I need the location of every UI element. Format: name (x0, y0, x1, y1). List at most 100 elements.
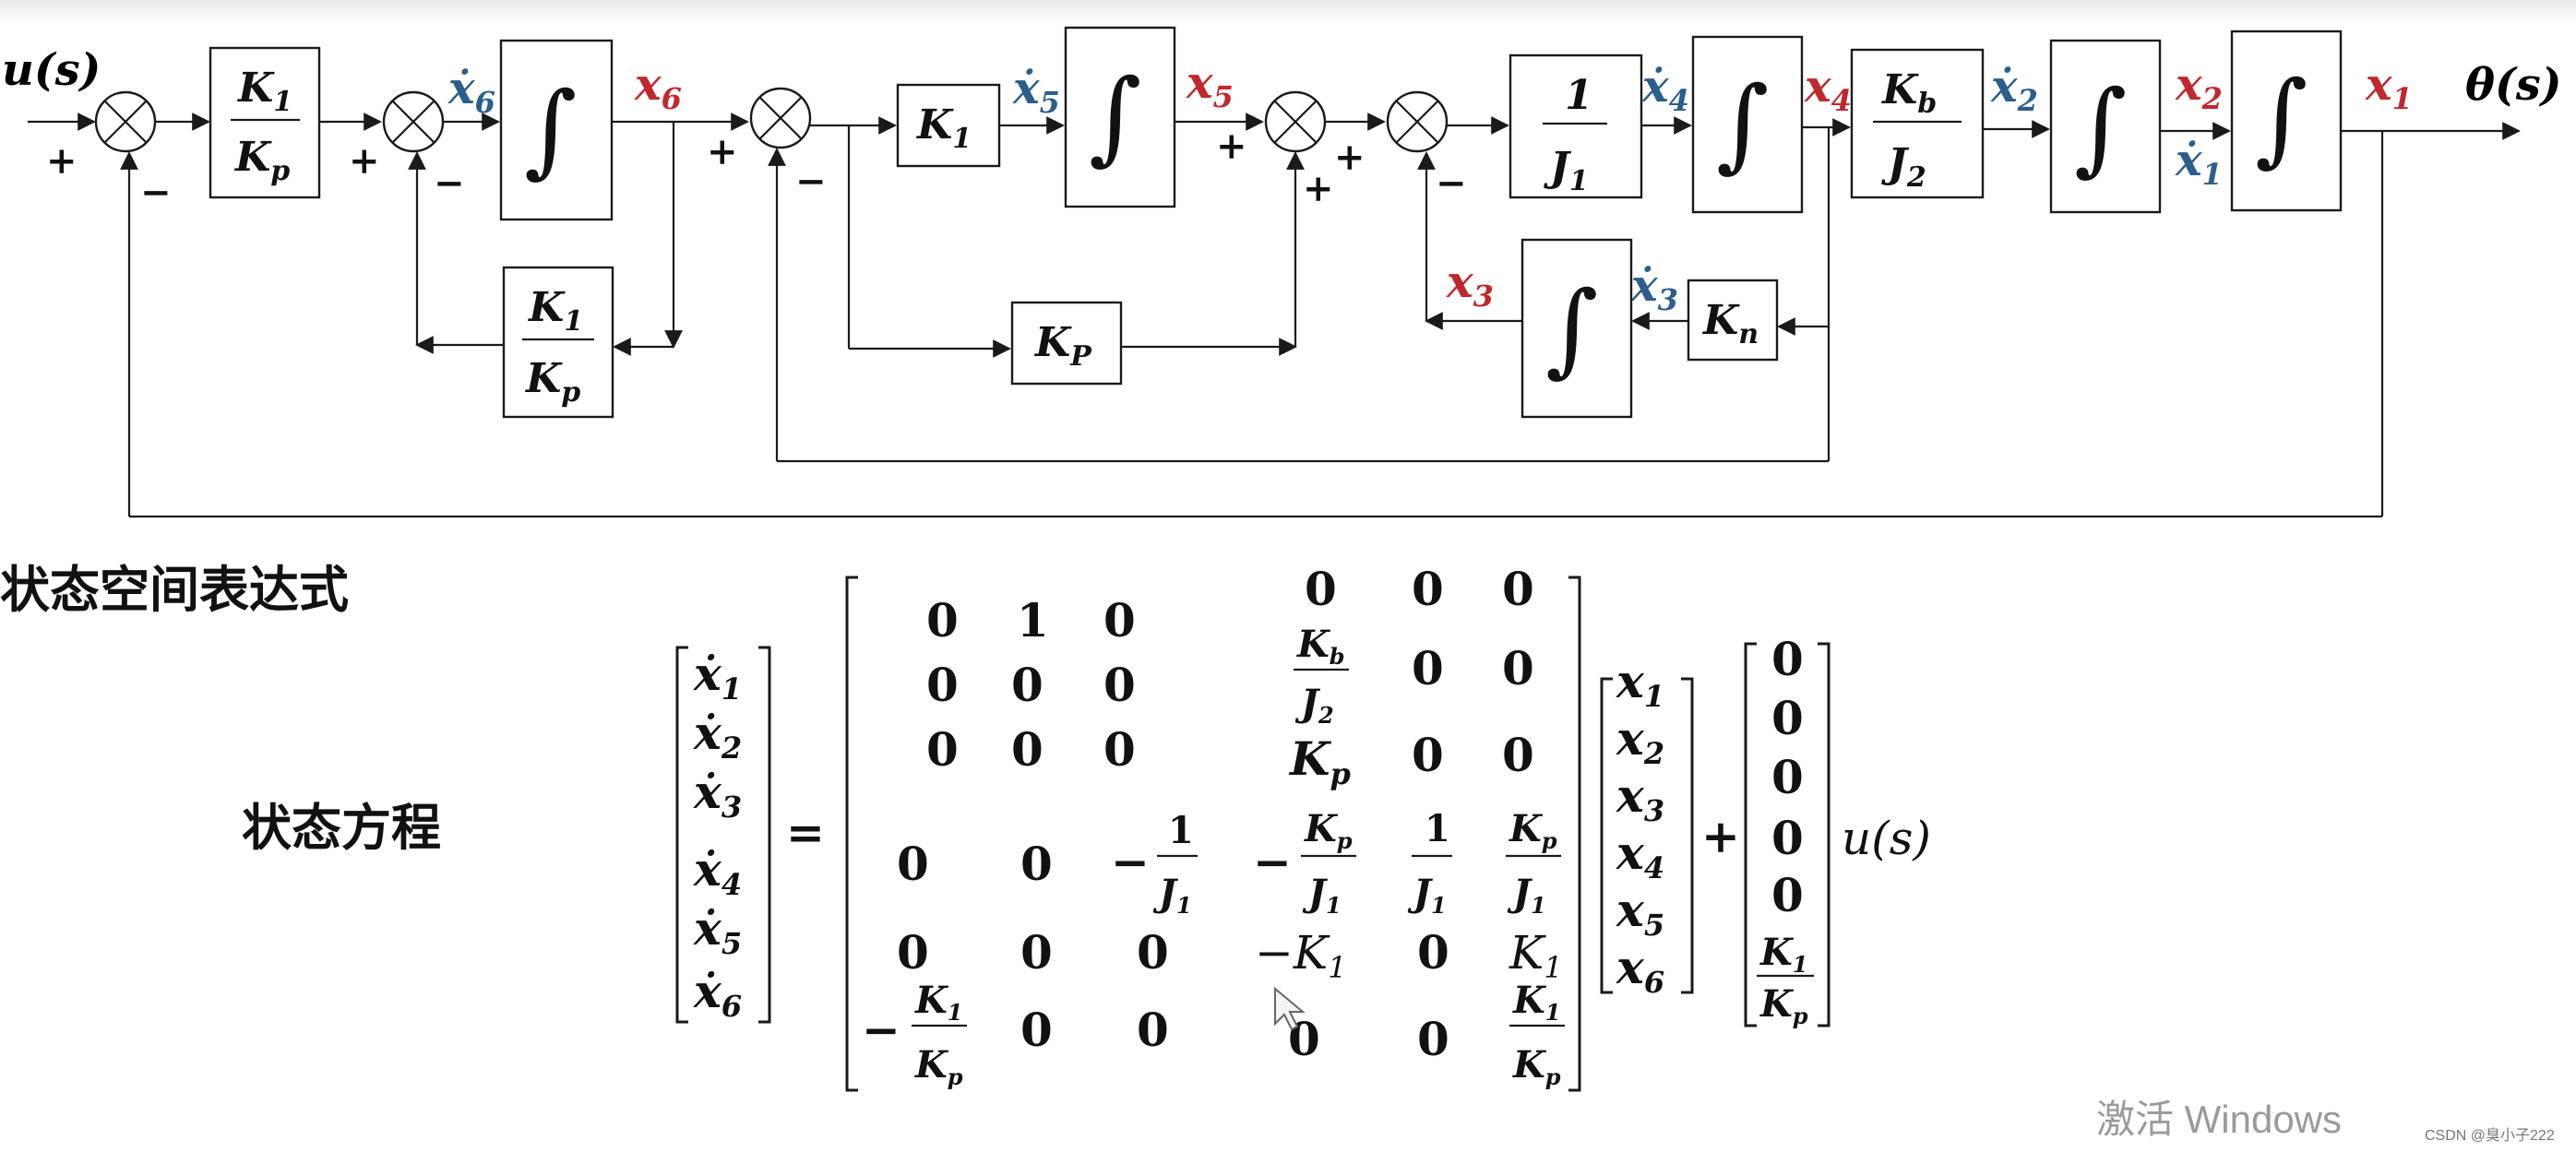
svg-text:0: 0 (897, 925, 929, 980)
svg-text:Kp: Kp (1759, 982, 1808, 1029)
label-x5: x5 (1186, 57, 1234, 114)
gain-block-k1-over-kp-feedback: K1 Kp (502, 266, 614, 419)
svg-text:J1: J1 (1152, 872, 1192, 919)
svg-text:0: 0 (1502, 728, 1534, 782)
svg-text:K1: K1 (915, 101, 972, 155)
svg-text:Kp: Kp (1288, 731, 1351, 791)
svg-text:0: 0 (897, 837, 929, 891)
svg-text:x3: x3 (1616, 768, 1664, 828)
svg-text:1: 1 (1168, 809, 1194, 852)
svg-text:Kb: Kb (1296, 623, 1345, 670)
output-label: θ(s) (2465, 59, 2561, 111)
svg-text:J1: J1 (1507, 872, 1546, 919)
svg-text:0: 0 (1417, 925, 1449, 980)
mouse-cursor-icon (1274, 986, 1306, 1031)
svg-text:0: 0 (1020, 837, 1053, 891)
svg-text:0: 0 (1412, 562, 1444, 616)
integrator-x3: ∫ (1521, 238, 1633, 419)
svg-text:0: 0 (1771, 632, 1804, 686)
svg-text:0: 0 (1103, 722, 1136, 777)
label-x5-dot: ẋ5 (1012, 63, 1060, 120)
svg-text:∫: ∫ (2074, 68, 2127, 186)
input-label: u(s) (2, 44, 101, 96)
svg-text:0: 0 (1011, 722, 1044, 777)
gain-block-kp: KP (1010, 301, 1123, 386)
svg-text:ẋ5: ẋ5 (693, 901, 742, 961)
x-vector: x1 x2 x3 x4 x5 x6 (1600, 654, 1694, 1000)
section-title: 状态空间表达式 (0, 561, 349, 619)
sj4-plus-b: + (1303, 167, 1334, 210)
svg-text:−: − (1253, 835, 1292, 889)
svg-text:K1: K1 (1512, 979, 1560, 1026)
sj2-plus: + (349, 139, 380, 183)
label-x3: x3 (1446, 256, 1494, 314)
integrator-x1: ∫ (2230, 30, 2343, 212)
system-matrix-a: 0 1 0 0 0 0 0 0 0 Kb J2 0 0 0 0 0 Kp 0 0 (845, 562, 1581, 1092)
svg-text:x4: x4 (1616, 825, 1664, 885)
state-space-section: 状态空间表达式 状态方程 ẋ1 ẋ2 ẋ3 ẋ4 ẋ5 ẋ6 = 0 1 0 0… (0, 561, 1931, 1092)
label-x6-dot: ẋ6 (447, 63, 495, 120)
svg-text:0: 0 (1103, 593, 1136, 647)
svg-text:∫: ∫ (1089, 57, 1141, 175)
svg-text:−K1: −K1 (1255, 926, 1347, 985)
svg-text:ẋ1: ẋ1 (693, 647, 742, 707)
plus-sign: + (1701, 809, 1740, 863)
csdn-credit: CSDN @臭小子222 (2425, 1127, 2555, 1144)
label-x6: x6 (634, 59, 682, 116)
label-x1: x1 (2365, 59, 2413, 116)
summing-junction-4 (1264, 90, 1327, 153)
sj3-minus: − (795, 160, 827, 203)
gain-block-k1: K1 (896, 83, 1001, 168)
svg-text:0: 0 (1020, 1003, 1053, 1057)
label-x1-dot: ẋ1 (2175, 135, 2223, 192)
input-vector-b: 0 0 0 0 0 K1 Kp (1744, 632, 1831, 1029)
svg-text:0: 0 (926, 722, 959, 777)
svg-text:0: 0 (1137, 925, 1169, 980)
svg-text:∫: ∫ (1545, 269, 1598, 387)
svg-text:0: 0 (926, 658, 959, 712)
label-x2: x2 (2175, 59, 2223, 116)
svg-text:0: 0 (1771, 811, 1804, 865)
sj5-minus: − (1436, 161, 1467, 205)
sj5-plus: + (1334, 136, 1366, 179)
equals-sign: = (786, 805, 825, 860)
svg-text:Kb: Kb (1880, 66, 1937, 120)
block-diagram: u(s) + − K1 Kp + − ẋ6 (2, 26, 2561, 518)
svg-text:J2: J2 (1294, 682, 1334, 729)
svg-text:0: 0 (1011, 658, 1044, 712)
svg-text:1: 1 (1425, 807, 1450, 850)
label-x3-dot: ẋ3 (1630, 260, 1678, 317)
svg-text:0: 0 (926, 593, 959, 647)
label-x4-dot: ẋ4 (1641, 61, 1689, 118)
gain-block-kn: Kn (1687, 279, 1779, 362)
svg-text:Kp: Kp (233, 134, 290, 187)
svg-text:0: 0 (1412, 641, 1444, 695)
top-shade (0, 0, 2576, 24)
integrator-x4: ∫ (1691, 35, 1804, 214)
gain-block-kb-over-j2: Kb J2 (1850, 48, 1985, 199)
svg-text:0: 0 (1305, 562, 1337, 616)
svg-text:K1: K1 (1759, 931, 1807, 978)
svg-text:ẋ6: ẋ6 (693, 964, 742, 1024)
sj1-plus: + (46, 139, 78, 183)
svg-text:K1: K1 (1509, 926, 1563, 985)
svg-text:0: 0 (1771, 868, 1804, 922)
svg-text:−: − (862, 1003, 900, 1057)
svg-text:1: 1 (1565, 72, 1593, 119)
summing-junction-2 (382, 90, 445, 153)
svg-text:∫: ∫ (1716, 65, 1769, 183)
summing-junction-5 (1386, 90, 1449, 153)
svg-text:ẋ3: ẋ3 (693, 765, 742, 825)
svg-text:K1: K1 (527, 284, 583, 338)
summing-junction-3 (749, 87, 812, 149)
svg-text:−: − (1111, 835, 1150, 889)
svg-text:J1: J1 (1302, 872, 1342, 919)
svg-text:KP: KP (1033, 319, 1092, 373)
svg-text:∫: ∫ (2255, 59, 2308, 177)
svg-text:x1: x1 (1616, 654, 1664, 714)
label-x4: x4 (1804, 61, 1852, 118)
svg-text:Kp: Kp (1512, 1043, 1561, 1090)
svg-text:ẋ4: ẋ4 (693, 842, 742, 902)
svg-text:0: 0 (1502, 641, 1534, 695)
